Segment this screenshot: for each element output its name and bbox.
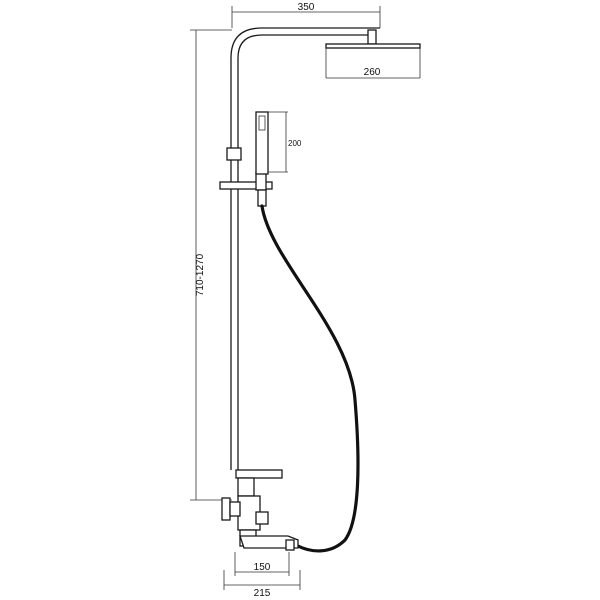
dimension-column-height: 710-1270 [190,29,232,501]
bath-spout [239,535,299,551]
dimension-head-width: 260 [325,48,421,79]
riser-pipe [230,27,380,470]
bath-mixer-body [221,469,283,547]
dimension-hand-shower-length: 200 [268,111,302,173]
dimension-spout-reach: 150 [234,552,290,576]
head-width-label: 260 [364,67,381,78]
column-height-label: 710-1270 [195,253,206,296]
hand-shower [255,111,269,207]
arm-length-label: 350 [298,2,315,13]
dimension-body-depth: 215 [223,570,301,599]
dimension-arm-length: 350 [231,2,381,28]
overhead-shower-head [325,29,421,49]
body-depth-label: 215 [254,588,271,599]
shower-hose [260,204,360,553]
hand-shower-length-label: 200 [288,139,302,148]
spout-reach-label: 150 [254,562,271,573]
